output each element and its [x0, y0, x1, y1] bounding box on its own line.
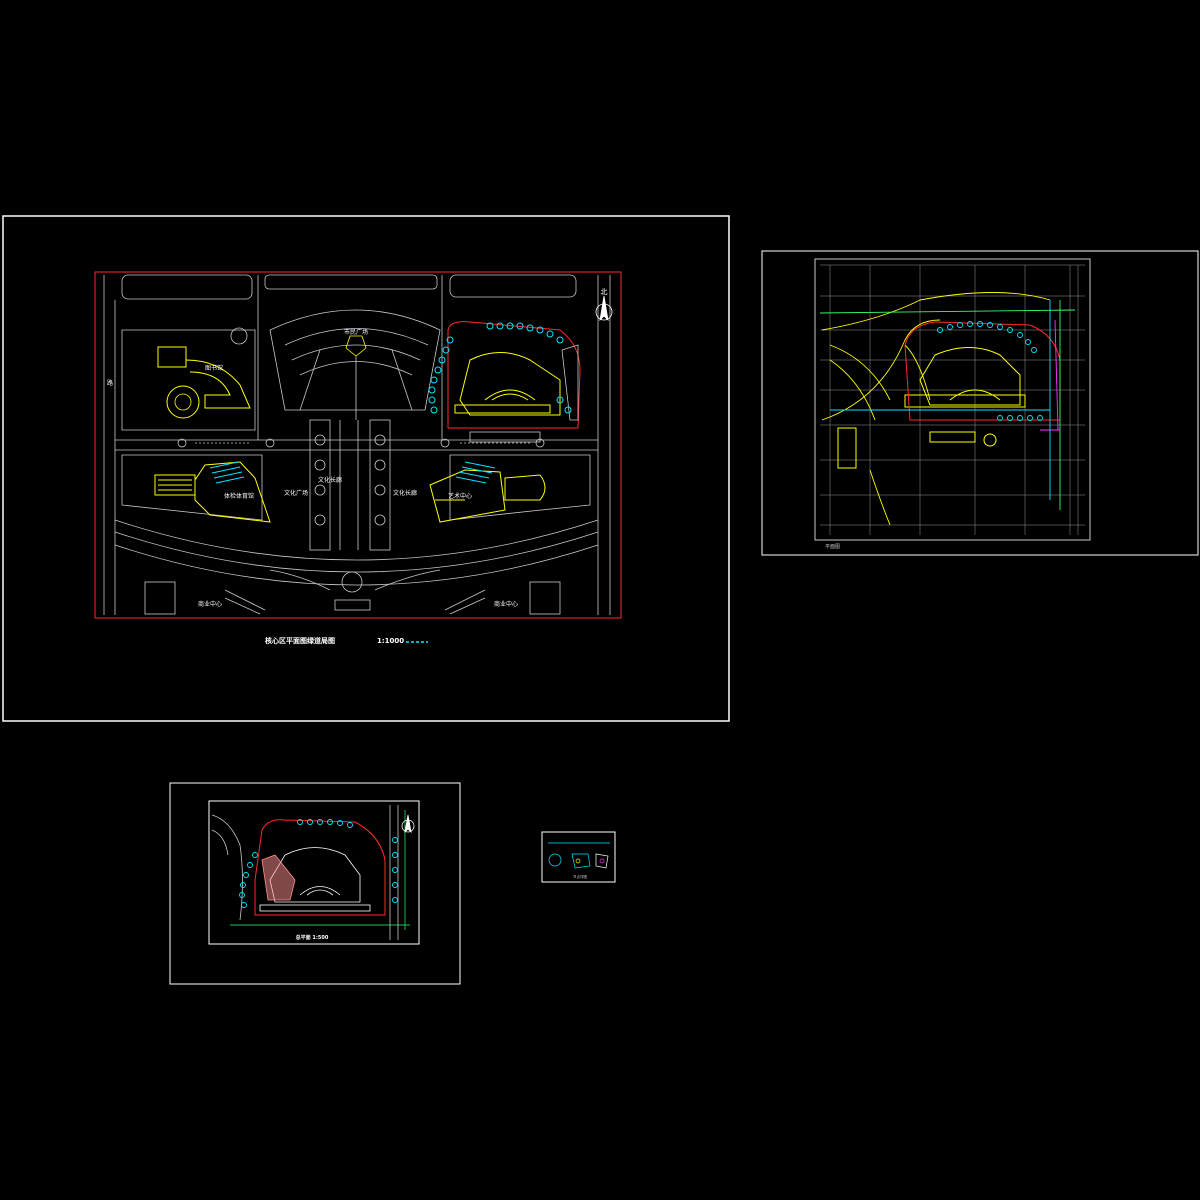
- middle-parcels: [121, 419, 591, 551]
- bottom-dimension-lines: [230, 810, 410, 930]
- west-building-stairs: [209, 461, 245, 484]
- label-road-west: 路: [107, 379, 113, 387]
- main-sheet-frame: [2, 215, 730, 722]
- bottom-roads: [211, 805, 399, 940]
- bottom-sheet-frame: [169, 782, 461, 985]
- label-library: 图书馆: [205, 364, 223, 372]
- right-trees: [937, 321, 1043, 421]
- bottom-sheet-caption: 总平面 1:500: [296, 934, 329, 941]
- bottom-drawing-border: [208, 800, 420, 945]
- right-site-curves: [821, 292, 1051, 526]
- label-culture-square: 文化广场: [284, 489, 308, 497]
- small-sheet[interactable]: 节点详图: [541, 831, 616, 883]
- upper-right-trees: [428, 322, 572, 414]
- upper-right-complex: [447, 321, 581, 443]
- right-sheet-caption: 平面图: [825, 544, 840, 550]
- south-blocks: [144, 569, 561, 615]
- label-east-gallery: 文化长廊: [393, 489, 417, 497]
- civic-square: [269, 309, 441, 420]
- label-square-top: 市民广场: [344, 328, 368, 336]
- right-sheet-frame: [761, 250, 1199, 556]
- label-west-building: 体检体育馆: [224, 492, 254, 500]
- right-building: [837, 347, 1026, 469]
- label-south-left: 商业中心: [198, 600, 222, 608]
- small-sheet-details: [548, 842, 610, 869]
- main-sheet[interactable]: 北 市民广场 图书馆 体检体育馆 文化广场 文化长廊 艺术中心 文化长廊 商业中…: [2, 215, 730, 722]
- west-building: [154, 461, 271, 523]
- small-sheet-caption: 节点详图: [573, 874, 587, 879]
- bottom-north-arrow-icon: [401, 814, 415, 834]
- right-sheet[interactable]: 平面图: [761, 250, 1199, 556]
- main-drawing-border: [94, 271, 622, 619]
- right-drawing-border: [814, 258, 1091, 541]
- label-art-center: 艺术中心: [448, 492, 472, 500]
- east-building-stairs: [455, 461, 496, 484]
- right-boundary: [904, 321, 1061, 421]
- bottom-sheet[interactable]: 总平面 1:500: [169, 782, 461, 985]
- main-roads: [103, 274, 611, 615]
- north-arrow-icon: [595, 295, 613, 322]
- right-utilities: [819, 300, 1076, 510]
- right-site-grid: [820, 264, 1085, 535]
- main-sheet-title: 核心区平面图绿道局图: [265, 636, 335, 645]
- bottom-pink-area: [261, 854, 296, 901]
- north-label: 北: [601, 288, 608, 296]
- bottom-boundary: [254, 819, 386, 916]
- bottom-building: [259, 847, 371, 912]
- label-culture-square-east: 文化长廊: [318, 476, 342, 484]
- library-parcel: [121, 327, 256, 431]
- main-sheet-scale: 1:1000: [377, 637, 404, 645]
- small-sheet-frame: [541, 831, 616, 883]
- label-south-right: 商业中心: [494, 600, 518, 608]
- bottom-trees: [239, 819, 398, 908]
